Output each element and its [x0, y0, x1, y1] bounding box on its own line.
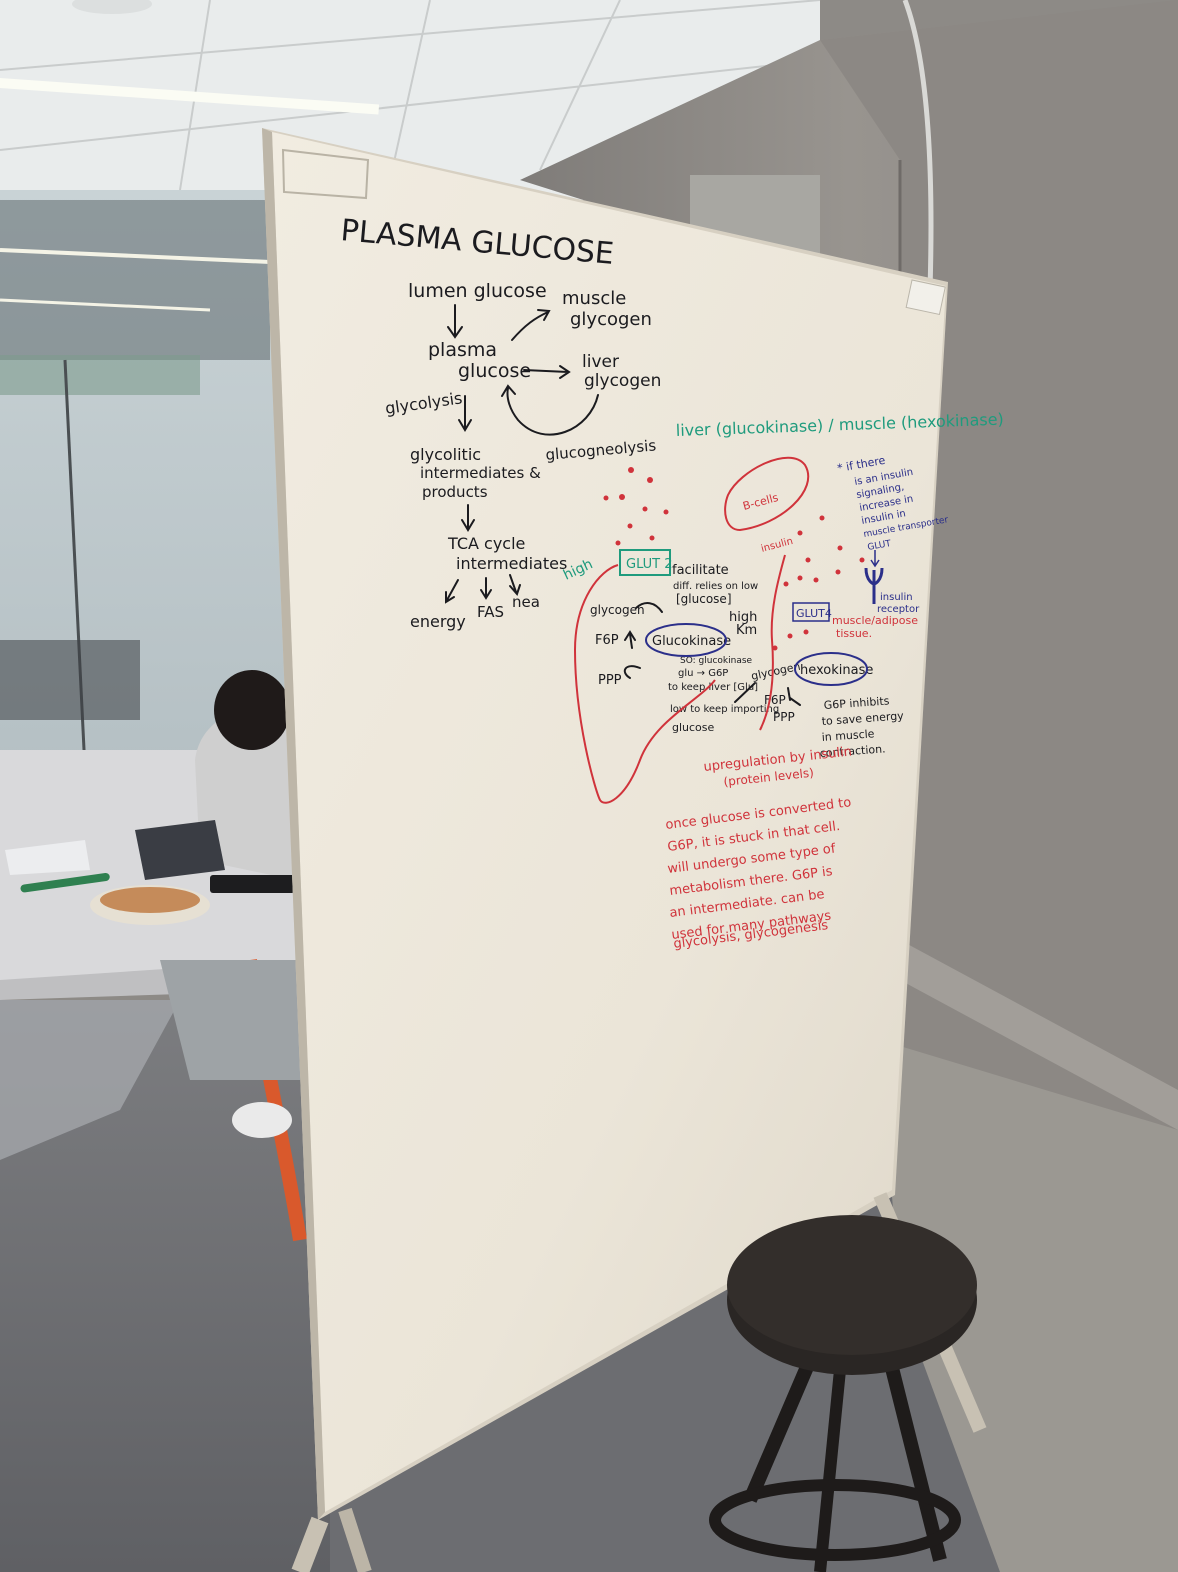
glucokinase-oval [645, 623, 727, 657]
note-in-muscle: in muscle [821, 727, 875, 744]
note-intermediates-and: intermediates & [420, 464, 541, 482]
student-at-table [0, 670, 307, 1242]
note-contraction: contraction. [819, 742, 886, 760]
note-g6p-inhibits: G6P inhibits [823, 694, 890, 712]
note-f6p-2: F6P [764, 693, 786, 707]
note-muscle-adipose: muscle/adipose [832, 614, 918, 627]
enzyme-ovals [573, 456, 868, 804]
note-so-glucokinase: SO: glucokinase [680, 656, 753, 666]
upregulation-loop [573, 564, 716, 804]
note-km: Km [736, 623, 757, 638]
notes-blue: * if there is an insulin signaling, incr… [836, 454, 949, 615]
note-blue-7: GLUT [867, 539, 892, 553]
note-ppp: PPP [598, 673, 622, 688]
note-glucose-2: glucose [672, 721, 715, 734]
note-glu-g6p: glu → G6P [678, 668, 728, 679]
note-lumen-glucose: lumen glucose [408, 280, 547, 302]
note-glycogen-1: glycogen [570, 309, 652, 330]
marker [20, 872, 110, 893]
note-liver: liver [582, 352, 619, 372]
insulin-receptor-icon [864, 567, 884, 604]
note-glycogen-2: glycogen [584, 371, 661, 391]
hair [214, 670, 290, 750]
whiteboard [262, 128, 987, 1572]
note-insulin-receptor-1: insulin [880, 592, 913, 603]
note-hexokinase: hexokinase [800, 663, 873, 678]
note-to-save-energy: to save energy [821, 709, 904, 728]
note-tissue: tissue. [836, 627, 872, 640]
note-tca-cycle: TCA cycle [447, 534, 525, 553]
jeans [160, 960, 300, 1080]
note-to-keep-liver: to keep liver [Glu] [668, 682, 758, 693]
hexokinase-oval [794, 652, 868, 686]
insulin-line [759, 554, 786, 731]
note-glut2: GLUT 2 [626, 557, 673, 572]
note-intermediates: intermediates [456, 554, 567, 573]
note-diff-relies: diff. relies on low [673, 581, 758, 592]
note-nea: nea [512, 593, 540, 611]
note-insulin-receptor-2: receptor [877, 604, 920, 615]
stool [709, 1215, 977, 1572]
note-f6p: F6P [595, 633, 619, 648]
note-energy: energy [410, 612, 466, 631]
note-muscle: muscle [562, 288, 626, 309]
note-plasma: plasma [428, 339, 497, 361]
note-ppp-2: PPP [773, 710, 795, 724]
note-glucokinase: Glucokinase [652, 634, 731, 649]
b-cells-outline [724, 456, 810, 532]
tablet [135, 820, 225, 880]
note-fas: FAS [477, 603, 504, 621]
glut4-box [792, 602, 830, 622]
note-high-km: high [729, 610, 757, 625]
note-glucose: glucose [458, 360, 531, 382]
glucose-dots [603, 467, 865, 651]
note-glucose-bracket: [glucose] [676, 592, 732, 606]
note-glut4: GLUT4 [796, 607, 832, 620]
note-glycolitic: glycolitic [410, 445, 481, 464]
diagram-arrows [445, 304, 801, 706]
sweater [195, 704, 295, 880]
note-products: products [422, 483, 488, 501]
sneaker [232, 1102, 292, 1138]
note-facilitate: facilitate [672, 563, 729, 578]
note-glycogen-3: glycogen [590, 603, 645, 617]
glut2-box [619, 549, 671, 576]
note-low-to-keep: low to keep importing [670, 704, 779, 715]
